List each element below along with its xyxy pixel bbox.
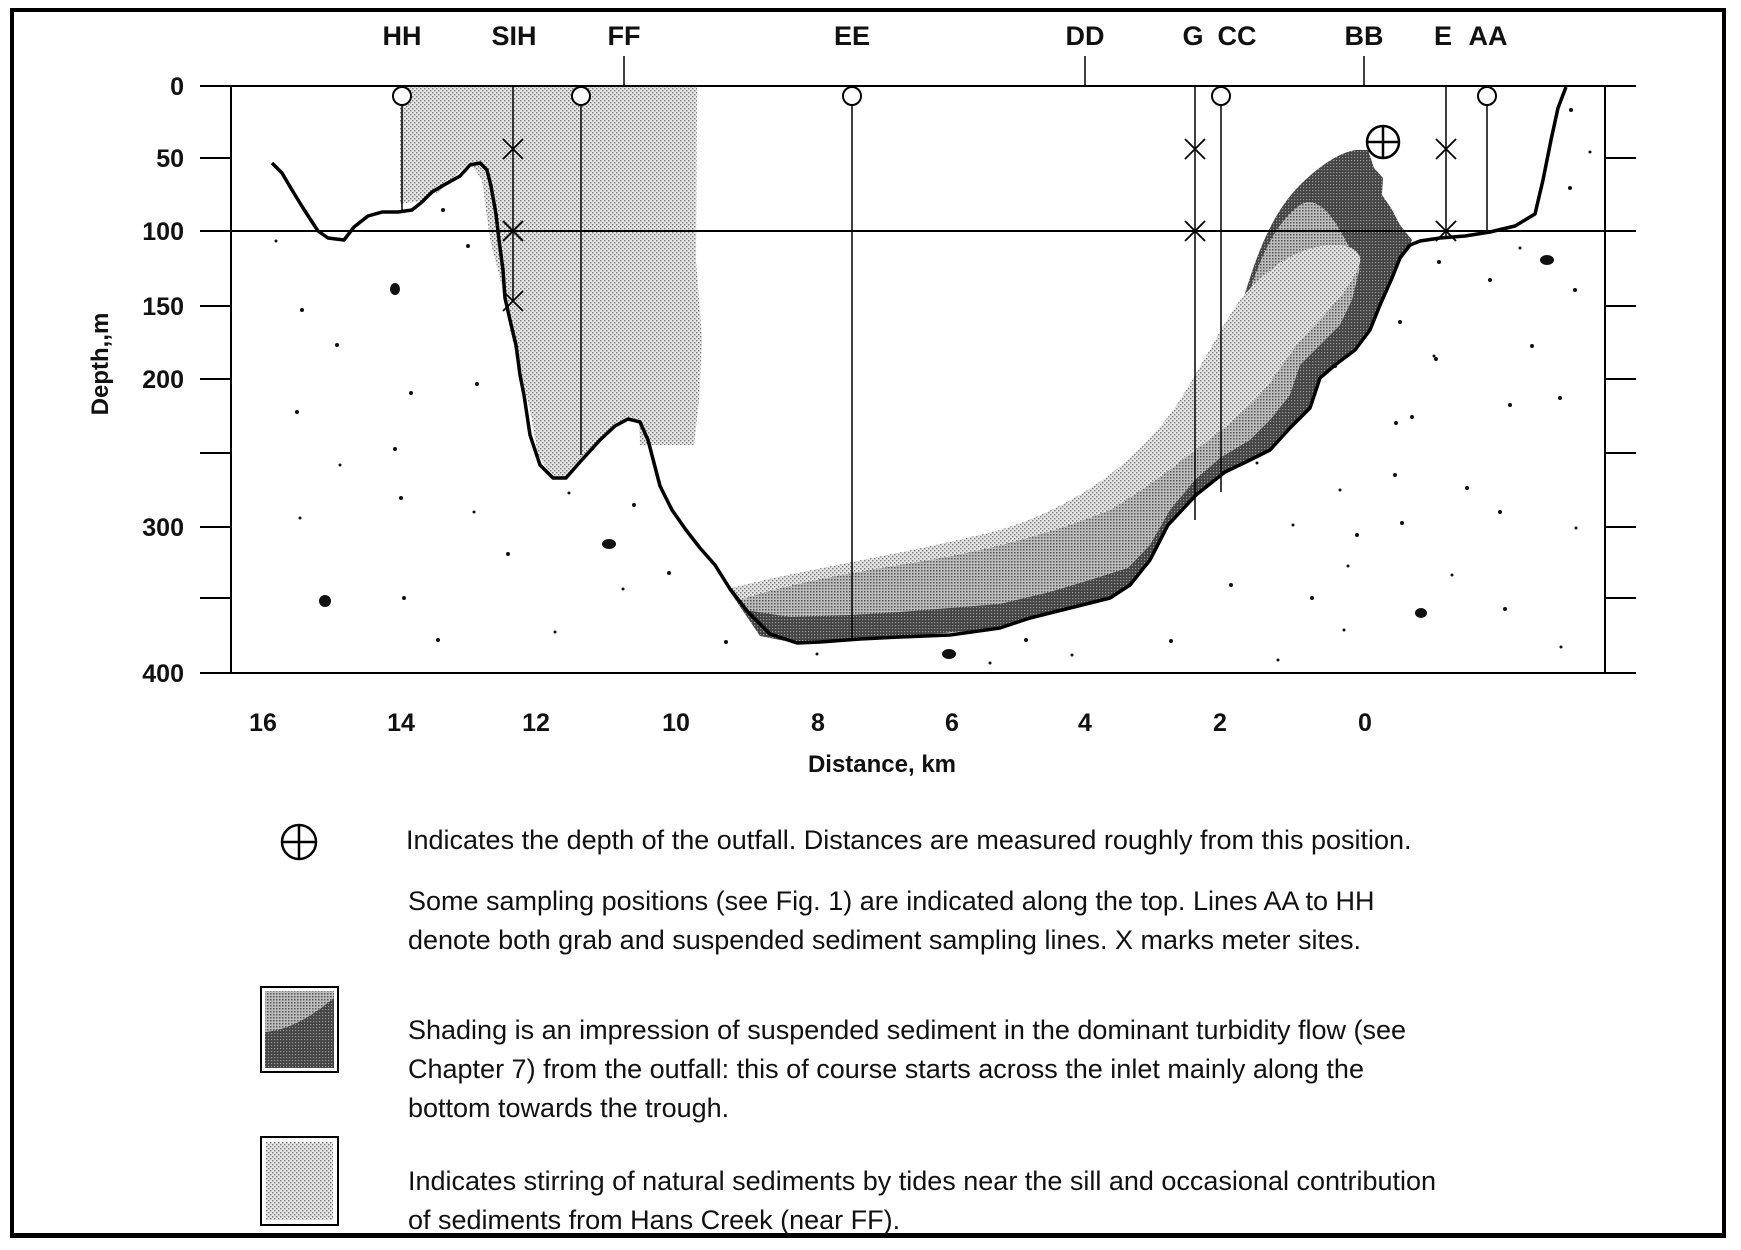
legend-turbidity-swatch	[260, 986, 339, 1073]
station-label-hh: HH	[383, 21, 422, 51]
legend-sampling-text: Some sampling positions (see Fig. 1) are…	[408, 886, 1375, 955]
depth-tick-labels: 0 50 100 150 200 300 400	[142, 73, 184, 688]
station-label-dd: DD	[1066, 21, 1105, 51]
depth-tick-400: 400	[142, 660, 184, 688]
legend-outfall-text: Indicates the depth of the outfall. Dist…	[406, 825, 1412, 855]
depth-tick-0: 0	[170, 73, 184, 101]
distance-tick-labels: 16 14 12 10 8 6 4 2 0	[249, 709, 1372, 737]
turbidity-flow-medium	[728, 202, 1360, 618]
depth-tick-50: 50	[156, 145, 184, 173]
sediment-pebbles	[274, 108, 1592, 665]
distance-tick-4: 4	[1078, 709, 1092, 737]
distance-tick-6: 6	[945, 709, 959, 737]
stirring-zone	[400, 86, 702, 478]
depth-tick-150: 150	[142, 293, 184, 321]
station-label-ff: FF	[608, 21, 641, 51]
distance-tick-8: 8	[811, 709, 825, 737]
legend-shading-text: Shading is an impression of suspended se…	[408, 1015, 1407, 1123]
distance-tick-16: 16	[249, 709, 277, 737]
depth-tick-200: 200	[142, 366, 184, 394]
depth-tick-100: 100	[142, 218, 184, 246]
right-ticks	[1605, 157, 1636, 599]
distance-tick-2: 2	[1213, 709, 1227, 737]
station-label-g: G	[1182, 21, 1203, 51]
figure-frame	[10, 8, 1726, 1238]
turbidity-flow-core	[728, 245, 1361, 600]
station-labels: HH SIH FF EE DD G CC BB E AA	[383, 21, 1508, 51]
bottom-profile	[270, 86, 1568, 645]
distance-tick-14: 14	[387, 709, 415, 737]
sampling-circles	[392, 86, 1497, 106]
sampling-lines	[401, 86, 1488, 640]
legend-stirring-text: Indicates stirring of natural sediments …	[408, 1166, 1437, 1235]
station-top-ticks	[623, 56, 1365, 86]
legend-outfall-icon	[280, 823, 318, 861]
depth-ticks	[200, 85, 231, 674]
distance-axis-label: Distance, km	[808, 751, 956, 778]
station-label-ee: EE	[834, 21, 870, 51]
distance-tick-12: 12	[522, 709, 550, 737]
legend-stirring-swatch	[260, 1136, 339, 1226]
station-label-aa: AA	[1469, 21, 1508, 51]
distance-tick-0: 0	[1358, 709, 1372, 737]
depth-axis-label: Depth,,m	[87, 313, 114, 416]
depth-tick-300: 300	[142, 514, 184, 542]
outfall-icon	[1365, 124, 1401, 160]
station-label-cc: CC	[1218, 21, 1257, 51]
station-label-e: E	[1434, 21, 1452, 51]
station-label-bb: BB	[1345, 21, 1384, 51]
distance-tick-10: 10	[662, 709, 690, 737]
station-label-sih: SIH	[491, 21, 536, 51]
meter-site-marks	[502, 138, 1457, 312]
